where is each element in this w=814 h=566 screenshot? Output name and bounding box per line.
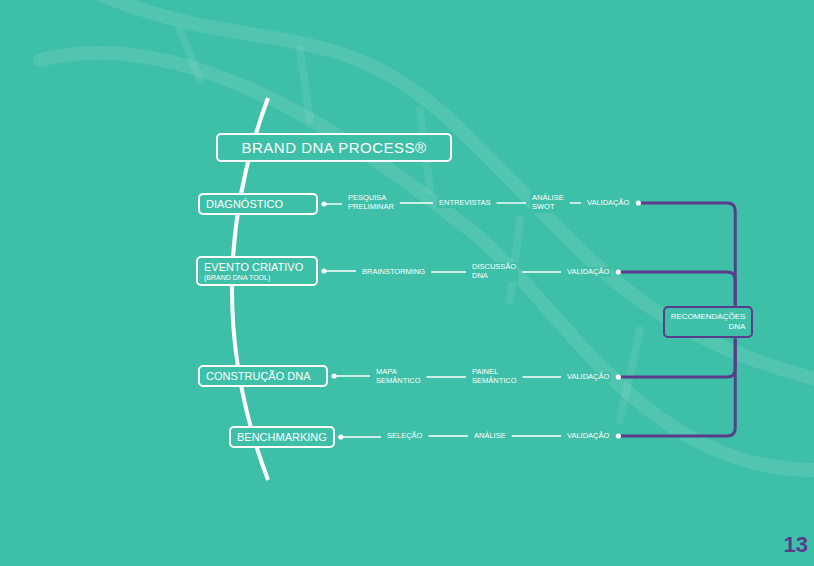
node-text: ENTREVISTAS [439,199,491,208]
step-label: DISCUSSÃO DNA [470,262,518,281]
step-connector [431,271,466,272]
step-label: PESQUISA PRELIMINAR [346,193,396,212]
step-label: ANÁLISE [472,431,508,442]
step-connector [428,435,468,436]
node-text: MAPA SEMÂNTICO [376,368,421,385]
step-connector [522,271,561,272]
connector-dot [616,269,621,274]
node-text: EVENTO CRIATIVO [204,261,310,273]
node-text: VALIDAÇÃO [567,432,609,441]
step-connector [497,202,526,203]
node-text: CONSTRUÇÃO DNA [206,370,320,382]
step-connector [512,435,561,436]
merge-bracket [617,338,735,377]
connector-dot [321,268,326,273]
step-label: BRAINSTORMING [360,267,427,278]
connector-dot [616,374,621,379]
connector-dot [616,433,621,438]
stage-box: CONSTRUÇÃO DNA [198,365,328,387]
node-text: BRAINSTORMING [362,268,425,277]
merge-bracket [637,203,735,306]
node-text: VALIDAÇÃO [567,373,609,382]
step-connector [570,202,581,203]
connector-dot [331,373,336,378]
step-label: ANÁLISE SWOT [530,193,566,212]
helix-strand [40,53,814,470]
step-label: VALIDAÇÃO [565,431,611,442]
step-label: VALIDAÇÃO [565,267,611,278]
step-connector [332,375,370,376]
node-text: DIAGNÓSTICO [206,198,310,210]
step-label: PAINEL SEMÂNTICO [470,367,519,386]
step-connector [523,376,561,377]
title-box: BRAND DNA PROCESS® [216,133,452,162]
helix-strand [90,0,814,380]
step-connector [427,376,466,377]
node-text: DISCUSSÃO DNA [472,263,516,280]
node-text: ANÁLISE [474,432,506,441]
stage-box: DIAGNÓSTICO [198,193,318,215]
node-subtext: (BRAND DNA TOOL) [204,274,310,281]
node-text: BENCHMARKING [237,431,327,443]
page-number: 13 [784,532,808,558]
stage-box: BENCHMARKING [229,426,335,448]
connector-dot [338,434,343,439]
helix-rung [180,30,200,80]
node-text: VALIDAÇÃO [567,268,609,277]
merge-bracket [617,272,735,306]
step-label: ENTREVISTAS [437,198,493,209]
step-connector [322,270,356,271]
helix-rung [510,220,520,300]
node-text: PESQUISA PRELIMINAR [348,194,394,211]
connector-dot [321,201,326,206]
step-connector [339,436,381,437]
stage-box: EVENTO CRIATIVO(BRAND DNA TOOL) [196,256,318,286]
helix-rung [620,330,640,420]
step-label: VALIDAÇÃO [565,372,611,383]
node-text: PAINEL SEMÂNTICO [472,368,517,385]
node-text: SELEÇÃO [387,432,422,441]
connector-dot [636,200,641,205]
node-text: ANÁLISE SWOT [532,194,564,211]
step-label: MAPA SEMÂNTICO [374,367,423,386]
step-label: SELEÇÃO [385,431,424,442]
step-label: VALIDAÇÃO [585,198,631,209]
node-text: RECOMENDAÇÕES DNA [671,312,746,333]
merge-bracket [617,338,735,436]
helix-rung [300,50,310,120]
recommendation-box: RECOMENDAÇÕES DNA [663,306,754,339]
node-text: BRAND DNA PROCESS® [228,139,440,156]
step-connector [400,202,433,203]
node-text: VALIDAÇÃO [587,199,629,208]
